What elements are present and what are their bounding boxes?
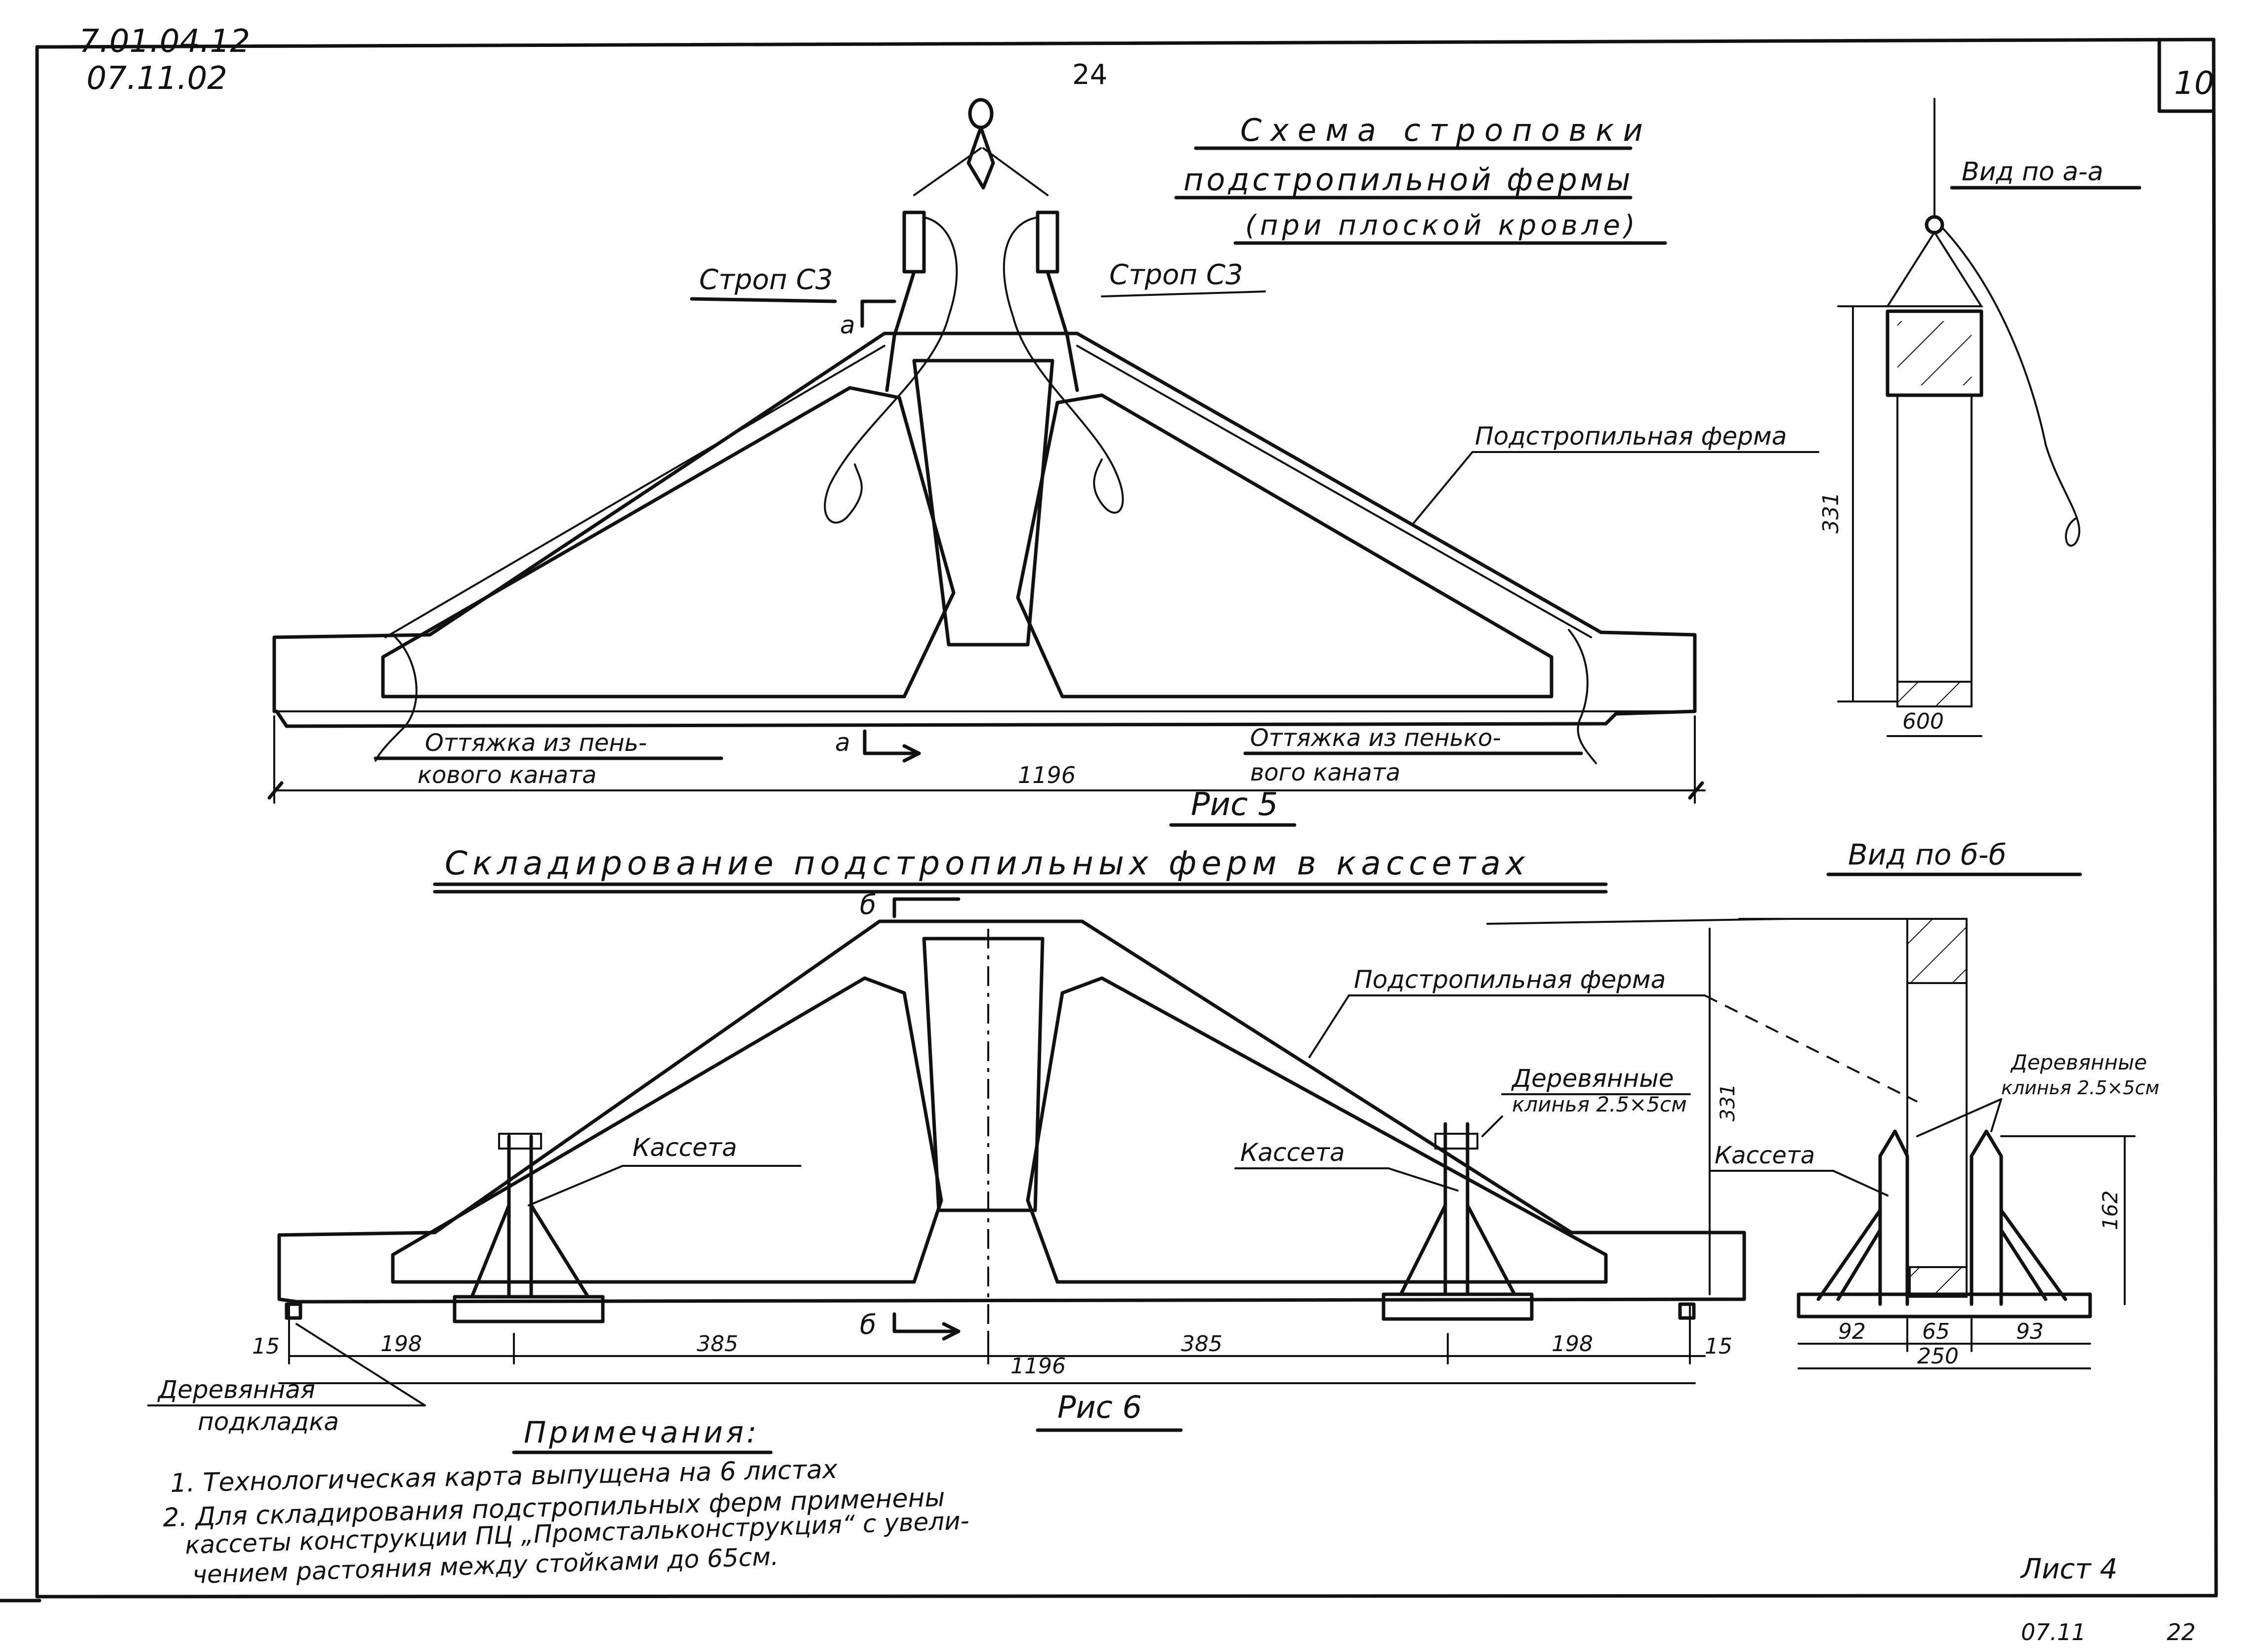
svg-text:а: а — [835, 728, 850, 757]
fig6-dim-4: 198 — [1552, 1331, 1593, 1357]
fig5-dim-length: 1196 — [1018, 762, 1076, 788]
sheet-frame — [0, 38, 2218, 1603]
crane-hook — [966, 98, 995, 190]
truss-fig6 — [277, 919, 1746, 1344]
footer-right: 22 — [2167, 1619, 2196, 1646]
view-b-b-cassette: Кассета — [1715, 1142, 1815, 1169]
page-number: 24 — [1072, 59, 1107, 91]
fig6-dim-5: 15 — [1705, 1334, 1732, 1359]
sheet-corner-number: 10 — [2174, 65, 2214, 102]
pad-label-2: подкладка — [198, 1407, 339, 1436]
view-b-b-height: 162 — [2098, 1191, 2122, 1230]
fig6-caption: Рис 6 — [1057, 1389, 1142, 1425]
guy-rope-right — [1568, 629, 1597, 764]
fig5-title-line2: подстропильной фермы — [1183, 162, 1634, 198]
pad-label-1: Деревянная — [157, 1375, 315, 1404]
fig6-cassette-left: Кассета — [632, 1133, 737, 1162]
sling-left-assembly — [824, 147, 982, 524]
fig6-dim-0: 15 — [252, 1334, 280, 1359]
fig5-title: Схема строповки подстропильной фермы (пр… — [1174, 112, 1667, 245]
fig6-dim-2: 385 — [697, 1331, 738, 1357]
fig6-dim-total: 1196 — [1010, 1354, 1066, 1379]
fig5-dimension: 1196 — [267, 715, 1706, 804]
fig6-cassette-right: Кассета — [1240, 1138, 1345, 1167]
code-line-2: 07.11.02 — [86, 60, 227, 97]
view-a-a-width: 600 — [1902, 709, 1944, 734]
view-a-a-height: 331 — [1818, 492, 1844, 534]
sling-label-left: Строп С3 — [699, 264, 833, 296]
fig6-wedges-1: Деревянные — [1511, 1064, 1674, 1093]
sling-label-right: Строп С3 — [1109, 259, 1243, 291]
pad-right — [1678, 1302, 1696, 1320]
notes-heading: Примечания: — [524, 1415, 759, 1450]
fig6-title: Складирование подстропильных ферм в касс… — [445, 844, 1530, 882]
view-b-b-title: Вид по б-б — [1848, 838, 2006, 871]
fig6-dimensions: 15 198 385 385 198 15 1196 — [252, 1303, 1732, 1384]
guy-label-right-1: Оттяжка из пенько- — [1250, 724, 1501, 752]
fig6-dim-3: 385 — [1181, 1331, 1222, 1357]
view-b-b: Вид по б-б Деревянные клинья 2.5×5см Кас… — [1709, 838, 2159, 1369]
fig6-dim-1: 198 — [380, 1331, 422, 1357]
sling-right-assembly — [982, 147, 1124, 514]
view-b-b-wedges-2: клинья 2.5×5см — [2001, 1077, 2159, 1099]
truss-fig5 — [272, 331, 1697, 728]
guy-label-right-2: вого каната — [1250, 759, 1400, 786]
svg-text:б: б — [860, 889, 876, 920]
fig5-title-line1: Схема строповки — [1240, 112, 1652, 148]
section-mark-b-bottom: б — [860, 1309, 961, 1341]
view-b-b-dim-2: 93 — [2016, 1319, 2044, 1344]
sheet-label: Лист 4 — [2020, 1553, 2117, 1585]
view-b-b-dim-0: 92 — [1838, 1319, 1866, 1344]
fig5-caption: Рис 5 — [1191, 786, 1278, 823]
fig5-title-line3: (при плоской кровле) — [1245, 209, 1639, 242]
pad-left — [285, 1302, 302, 1320]
cassette-left — [453, 1133, 605, 1323]
svg-text:б: б — [860, 1309, 876, 1340]
section-mark-a-bottom: а — [835, 728, 921, 763]
code-line-1: 7.01.04.12 — [79, 23, 250, 60]
view-b-b-dim-1: 65 — [1922, 1319, 1950, 1344]
section-mark-b-top: б — [860, 889, 961, 920]
guy-rope-left — [375, 634, 418, 762]
guy-label-left-2: кового каната — [418, 761, 596, 789]
guy-label-left-1: Оттяжка из пень- — [425, 729, 647, 757]
svg-text:а: а — [840, 311, 855, 339]
cassette-right — [1382, 1122, 1534, 1321]
view-b-b-total: 250 — [1917, 1344, 1959, 1369]
fig6-truss-label: Подстропильная ферма — [1354, 965, 1666, 994]
fig6-wedges-2: клинья 2.5×5см — [1512, 1092, 1687, 1116]
fig6-height: 331 — [1717, 1084, 1739, 1121]
fig5-truss-label: Подстропильная ферма — [1475, 422, 1787, 451]
view-a-a-title: Вид по а-а — [1962, 157, 2103, 187]
section-mark-a-top: а — [840, 299, 896, 339]
view-b-b-wedges-1: Деревянные — [2010, 1050, 2147, 1074]
footer-left: 07.11 — [2021, 1619, 2086, 1646]
view-a-a: Вид по а-а 331 600 — [1818, 98, 2142, 737]
